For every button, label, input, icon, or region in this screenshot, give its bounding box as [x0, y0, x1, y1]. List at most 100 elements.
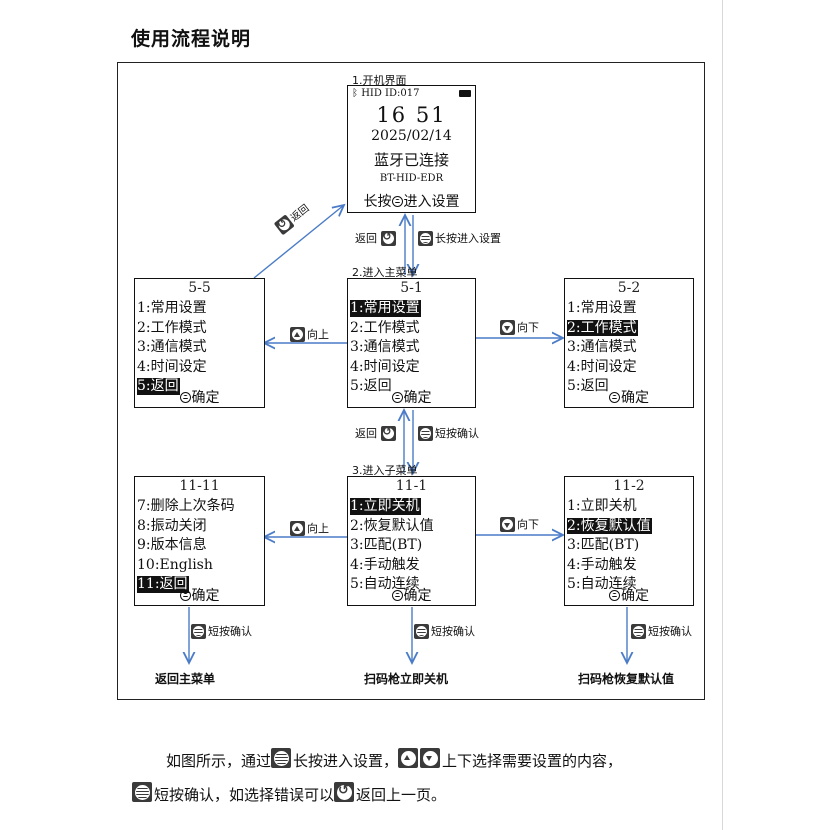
menu-item-selected: 1:常用设置 — [350, 300, 421, 317]
screen-footer: 确定 — [565, 588, 693, 604]
menu-item: 3:通信模式 — [567, 339, 637, 355]
label-long-press: 长按进入设置 — [418, 230, 501, 246]
menu-list: 1:立即关机 2:恢复默认值 3:匹配(BT) 4:手动触发 5:自动连续 — [567, 495, 693, 593]
outcome-left: 返回主菜单 — [155, 672, 216, 686]
down-icon — [420, 748, 441, 768]
menu-item-selected: 5:返回 — [137, 378, 180, 395]
menu-item: 3:通信模式 — [350, 339, 420, 355]
boot-status-text: HID ID:017 — [361, 88, 420, 99]
back-icon — [380, 230, 396, 246]
label-up-sub: 向上 — [290, 520, 329, 536]
menu-item: 2:工作模式 — [350, 319, 420, 336]
menu-icon — [418, 231, 433, 246]
menu-icon — [631, 624, 646, 639]
menu-item: 3:通信模式 — [137, 339, 207, 355]
menu-icon — [132, 782, 152, 802]
label-down-sub: 向下 — [500, 516, 539, 532]
section-label-sub-menu: 3.进入子菜单 — [352, 464, 418, 477]
boot-hint: 长按进入设置 — [348, 191, 475, 211]
menu-item: 4:时间设定 — [350, 358, 420, 375]
menu-item: 4:手动触发 — [350, 556, 420, 573]
menu-icon — [609, 392, 620, 403]
confirm-label: 确定 — [191, 588, 220, 604]
boot-hint-pre: 长按 — [363, 194, 392, 210]
menu-item: 7:删除上次条码 — [137, 498, 235, 514]
menu-screen-11-11: 11-11 7:删除上次条码 8:振动关闭 9:版本信息 10:English 11:返回… — [134, 476, 265, 606]
menu-icon — [391, 392, 403, 403]
page-edge — [722, 0, 723, 830]
boot-screen: ᛒ HID ID:017 16 51 2025/02/14 蓝牙已连接 BT-H… — [347, 85, 476, 213]
menu-list: 1:常用设置 2:工作模式 3:通信模式 4:时间设定 5:返回 — [137, 297, 264, 395]
menu-item: 1:常用设置 — [137, 300, 207, 316]
menu-item: 8:振动关闭 — [137, 517, 207, 534]
boot-clock: 16 51 — [376, 103, 447, 127]
arrow-5-5-to-boot — [253, 205, 344, 279]
screen-header: 11-11 — [179, 478, 220, 494]
menu-list: 1:常用设置 2:工作模式 3:通信模式 4:时间设定 5:返回 — [350, 297, 475, 395]
diagram-frame — [117, 62, 705, 700]
menu-item: 2:恢复默认值 — [350, 517, 434, 534]
menu-item: 3:匹配(BT) — [350, 537, 423, 553]
menu-icon — [191, 624, 206, 639]
label-down-main: 向下 — [500, 319, 539, 335]
menu-icon — [609, 590, 620, 601]
screen-footer: 确定 — [135, 390, 264, 406]
menu-icon — [418, 426, 433, 441]
confirm-label: 确定 — [621, 390, 649, 406]
down-icon — [500, 517, 515, 532]
menu-item: 4:时间设定 — [567, 358, 637, 375]
menu-icon — [271, 748, 292, 768]
screen-header: 11-2 — [613, 478, 645, 494]
bluetooth-icon: ᛒ — [352, 88, 358, 99]
back-icon — [334, 782, 355, 802]
page-title: 使用流程说明 — [131, 28, 252, 50]
menu-item: 5:返回 — [350, 378, 392, 394]
confirm-label: 确定 — [191, 390, 220, 406]
label-back-1: 返回 — [355, 230, 398, 246]
confirm-label: 确定 — [403, 588, 432, 604]
menu-icon — [179, 590, 191, 601]
menu-item-selected: 2:恢复默认值 — [567, 517, 652, 534]
menu-item: 5:返回 — [567, 378, 609, 394]
screen-footer: 确定 — [348, 588, 475, 604]
menu-icon — [414, 624, 429, 639]
screen-header: 5-1 — [400, 280, 423, 296]
menu-item: 4:手动触发 — [567, 556, 637, 573]
boot-date: 2025/02/14 — [371, 128, 452, 144]
battery-icon — [459, 90, 471, 97]
menu-item: 9:版本信息 — [137, 537, 207, 553]
menu-item: 3:匹配(BT) — [567, 537, 640, 553]
menu-item: 4:时间设定 — [137, 358, 207, 375]
up-icon — [398, 748, 419, 768]
menu-item: 1:立即关机 — [567, 498, 637, 514]
screen-footer: 确定 — [565, 390, 693, 406]
menu-item-selected: 11:返回 — [137, 576, 189, 593]
menu-list: 7:删除上次条码 8:振动关闭 9:版本信息 10:English 11:返回 — [137, 495, 264, 593]
screen-footer: 确定 — [348, 390, 475, 406]
menu-screen-11-2: 11-2 1:立即关机 2:恢复默认值 3:匹配(BT) 4:手动触发 5:自动连续确定 — [564, 476, 694, 606]
menu-item-selected: 1:立即关机 — [350, 498, 421, 515]
screen-header: 11-1 — [395, 478, 428, 494]
label-up-main: 向上 — [290, 326, 329, 342]
outcome-center: 扫码枪立即关机 — [364, 672, 449, 686]
section-label-boot: 1.开机界面 — [352, 74, 407, 87]
boot-mode: BT-HID-EDR — [379, 173, 444, 184]
menu-item: 5:自动连续 — [567, 576, 637, 592]
down-icon — [500, 320, 515, 335]
menu-item: 10:English — [137, 556, 213, 573]
label-short-confirm-right: 短按确认 — [631, 623, 692, 639]
menu-item: 2:工作模式 — [137, 319, 207, 336]
menu-screen-5-1: 5-1 1:常用设置 2:工作模式 3:通信模式 4:时间设定 5:返回确定 — [347, 278, 476, 408]
menu-icon — [391, 196, 403, 207]
menu-item: 1:常用设置 — [567, 300, 637, 316]
menu-icon — [179, 392, 191, 403]
confirm-label: 确定 — [621, 588, 649, 604]
menu-icon — [391, 590, 403, 601]
label-short-confirm-left: 短按确认 — [191, 623, 252, 639]
label-short-confirm-1: 短按确认 — [418, 425, 479, 441]
outcome-right: 扫码枪恢复默认值 — [578, 672, 675, 686]
